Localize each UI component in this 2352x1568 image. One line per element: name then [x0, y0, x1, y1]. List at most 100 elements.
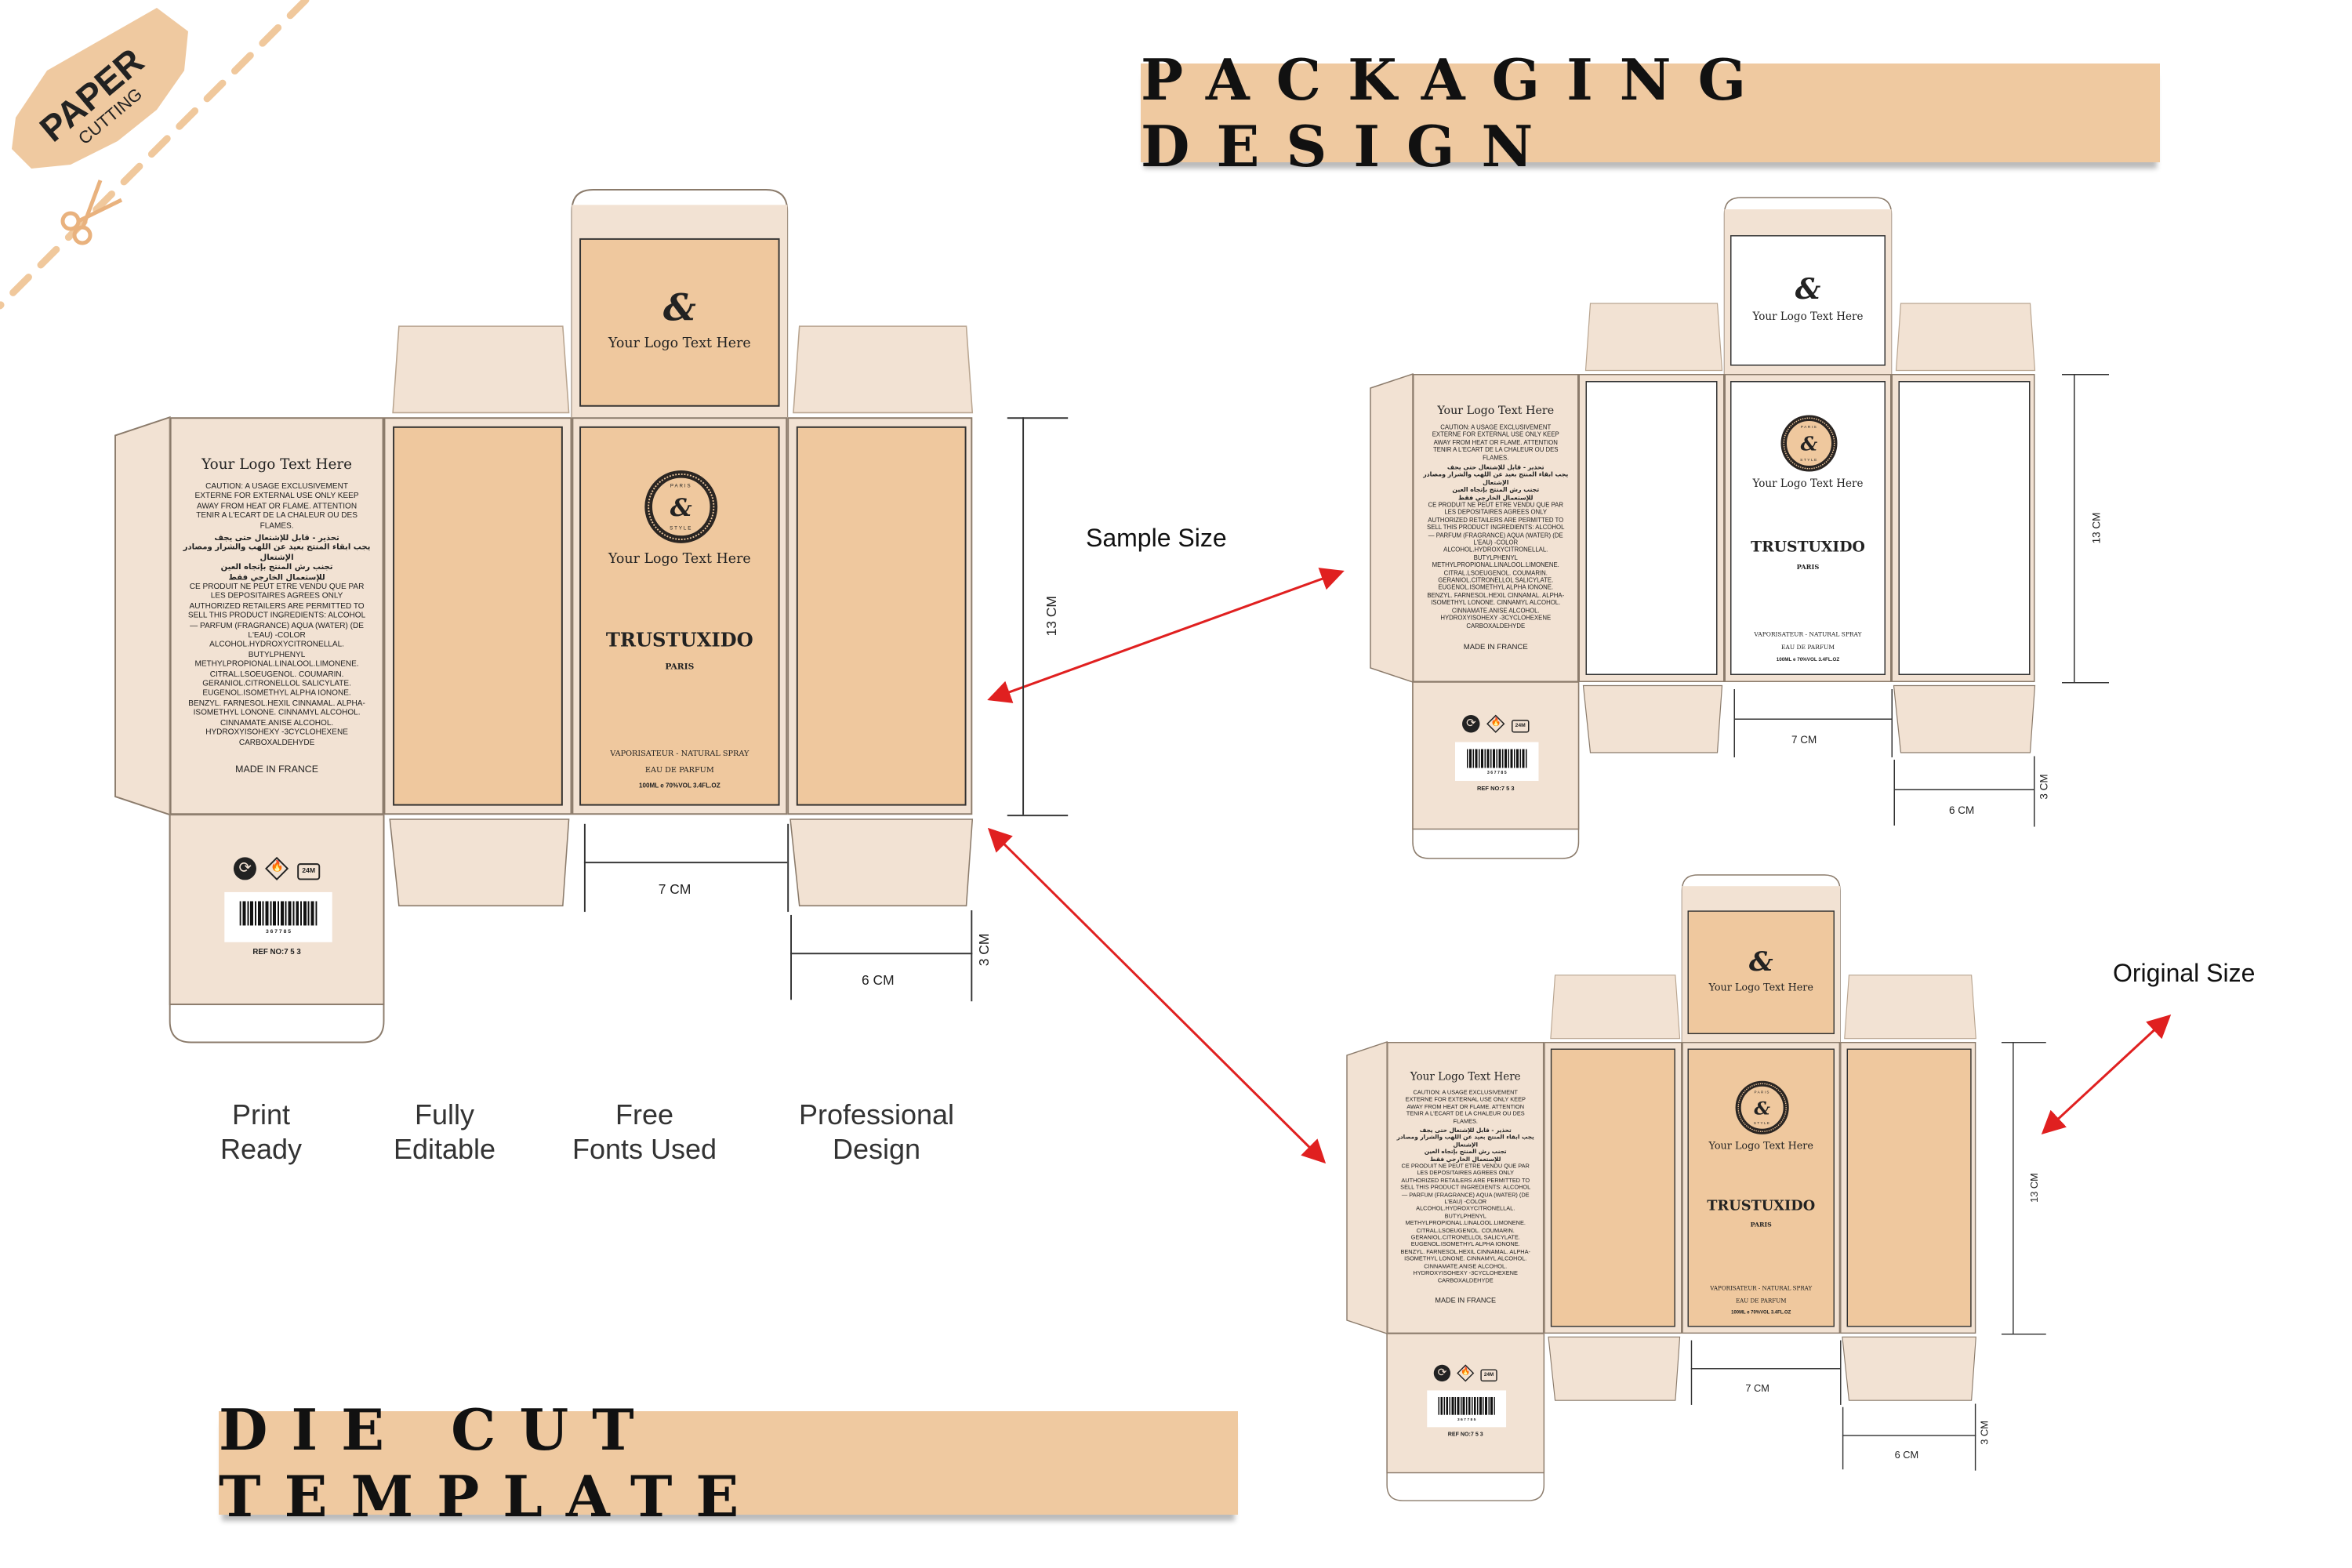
flap-dimension-label: 3 CM: [1979, 1421, 1991, 1445]
spray-text: VAPORISATEUR - NATURAL SPRAY: [1710, 1285, 1813, 1293]
side-panel-info: Your Logo Text Here CAUTION: A USAGE EXC…: [1413, 374, 1579, 682]
original-size-label: Original Size: [2113, 959, 2256, 987]
ref-number: REF NO:7 5 3: [1476, 786, 1515, 793]
width-dimension-label: 7 CM: [1791, 734, 1817, 746]
made-in-text: MADE IN FRANCE: [235, 764, 318, 775]
seal-logo-icon: PARIS & STYLE: [1735, 1080, 1789, 1134]
side-panel-info: Your Logo Text Here CAUTION: A USAGE EXC…: [169, 417, 384, 815]
glue-flap: [114, 416, 171, 816]
glue-flap: [1370, 372, 1414, 684]
depth-dimension-label: 6 CM: [1894, 1449, 1919, 1461]
flammable-icon: 🔥: [1486, 714, 1505, 733]
scissors-icon: [60, 180, 123, 245]
side-panel-blank-left: [1578, 374, 1725, 682]
sample-arrow: [987, 568, 1345, 703]
bottom-panel: ⟳ 🔥 24M 3 6 7 7 8 5 REF NO:7 5 3: [1387, 1334, 1544, 1473]
brand-city: PARIS: [1796, 564, 1820, 572]
brand-city: PARIS: [1750, 1222, 1772, 1229]
dust-flap-bottom-left: [1548, 1336, 1681, 1401]
made-in-text: MADE IN FRANCE: [1463, 643, 1528, 652]
barcode: 3 6 7 7 8 5: [224, 891, 332, 942]
seal-logo-icon: PARIS & STYLE: [1780, 415, 1838, 472]
barcode: 3 6 7 7 8 5: [1427, 1390, 1507, 1428]
caution-text: CAUTION: A USAGE EXCLUSIVEMENT EXTERNE F…: [194, 482, 359, 531]
dust-flap-top-right: [793, 325, 974, 414]
recycle-icon: ⟳: [234, 857, 257, 880]
front-logo-text: Your Logo Text Here: [608, 552, 751, 568]
depth-dimension-label: 6 CM: [1949, 804, 1975, 816]
caution-text: CAUTION: A USAGE EXCLUSIVEMENT EXTERNE F…: [1405, 1090, 1526, 1125]
perfume-type: EAU DE PARFUM: [1736, 1298, 1787, 1305]
perfume-type: EAU DE PARFUM: [1780, 644, 1835, 652]
info-logo-text: Your Logo Text Here: [1410, 1070, 1521, 1083]
dust-flap-top-left: [392, 325, 570, 414]
height-dimension-label: 13 CM: [2090, 512, 2103, 544]
dust-flap-bottom-left: [1582, 684, 1723, 753]
brand-name: TRUSTUXIDO: [1751, 537, 1865, 556]
top-flap-logo-text: Your Logo Text Here: [1752, 311, 1864, 324]
brand-name: TRUSTUXIDO: [1707, 1196, 1816, 1214]
brand-city: PARIS: [665, 662, 695, 673]
volume-text: 100ML e 70%VOL 3.4FL.OZ: [1776, 656, 1840, 662]
caution-text: CAUTION: A USAGE EXCLUSIVEMENT EXTERNE F…: [1432, 424, 1559, 462]
top-flap-label: & Your Logo Text Here: [579, 238, 780, 407]
front-panel: PARIS & STYLE Your Logo Text Here TRUSTU…: [572, 417, 788, 815]
volume-text: 100ML e 70%VOL 3.4FL.OZ: [1731, 1308, 1791, 1315]
flammable-icon: 🔥: [265, 856, 289, 880]
original-arrow: [987, 827, 1327, 1164]
perfume-type: EAU DE PARFUM: [644, 766, 714, 775]
ampersand-logo-icon: &: [1795, 271, 1821, 307]
seal-logo-icon: PARIS & STYLE: [644, 470, 718, 543]
flap-dimension-line: [2034, 756, 2035, 827]
die-cut-sample-size: & Your Logo Text Here Your Logo Text Her…: [1370, 197, 2123, 859]
dust-flap-top-right: [1844, 975, 1976, 1040]
pao-jar-icon: 24M: [1512, 720, 1530, 733]
back-panel-blank-right: [1840, 1042, 1976, 1334]
die-cut-box: & Your Logo Text Here Your Logo Text Her…: [1346, 874, 2060, 1501]
pao-jar-icon: 24M: [1480, 1369, 1497, 1382]
width-dimension-label: 7 CM: [658, 881, 691, 897]
volume-text: 100ML e 70%VOL 3.4FL.OZ: [638, 781, 720, 789]
pao-jar-icon: 24M: [297, 863, 320, 880]
height-dimension-label: 13 CM: [1044, 596, 1060, 637]
side-panel-info: Your Logo Text Here CAUTION: A USAGE EXC…: [1387, 1042, 1544, 1334]
recycle-icon: ⟳: [1462, 715, 1480, 733]
die-cut-original-large: & Your Logo Text Here Your Logo Text Her…: [114, 189, 1086, 1044]
die-cut-box: & Your Logo Text Here Your Logo Text Her…: [114, 189, 1086, 1044]
flammable-icon: 🔥: [1457, 1364, 1475, 1382]
width-dimension-line: [1690, 1368, 1841, 1370]
dust-flap-bottom-right: [1842, 1336, 1976, 1401]
paper-cutting-badge: [0, 0, 310, 310]
made-in-text: MADE IN FRANCE: [1435, 1297, 1497, 1305]
ref-number: REF NO:7 5 3: [1447, 1432, 1483, 1439]
barcode: 3 6 7 7 8 5: [1455, 742, 1539, 781]
original-label-arrow: [2041, 1014, 2172, 1135]
dust-flap-top-right: [1895, 303, 2036, 372]
flap-dimension-line: [971, 910, 973, 1002]
die-cut-original-size: & Your Logo Text Here Your Logo Text Her…: [1346, 874, 2060, 1501]
bottom-panel: ⟳ 🔥 24M 3 6 7 7 8 5 REF NO:7 5 3: [170, 815, 384, 1004]
top-flap-logo-text: Your Logo Text Here: [1708, 982, 1813, 994]
packaging-design-heading: PACKAGING DESIGN: [1141, 46, 2160, 180]
ingredients-text: CE PRODUIT NE PEUT ETRE VENDU QUE PAR LE…: [187, 583, 366, 748]
sample-size-label: Sample Size: [1086, 524, 1227, 552]
depth-dimension-line: [1893, 789, 2035, 790]
die-cut-box: & Your Logo Text Here Your Logo Text Her…: [1370, 197, 2123, 859]
back-panel-blank-right: [787, 417, 973, 815]
dust-flap-bottom-left: [389, 818, 570, 907]
top-flap-logo-text: Your Logo Text Here: [608, 336, 751, 353]
ingredients-text: CE PRODUIT NE PEUT ETRE VENDU QUE PAR LE…: [1400, 1163, 1531, 1284]
flap-dimension-label: 3 CM: [2038, 774, 2050, 800]
height-dimension-label: 13 CM: [2028, 1173, 2040, 1203]
top-flap-label: & Your Logo Text Here: [1687, 910, 1835, 1035]
height-dimension-line: [1022, 417, 1025, 815]
dust-flap-top-left: [1550, 975, 1681, 1040]
width-dimension-line: [583, 862, 788, 864]
brand-name: TRUSTUXIDO: [605, 628, 753, 652]
